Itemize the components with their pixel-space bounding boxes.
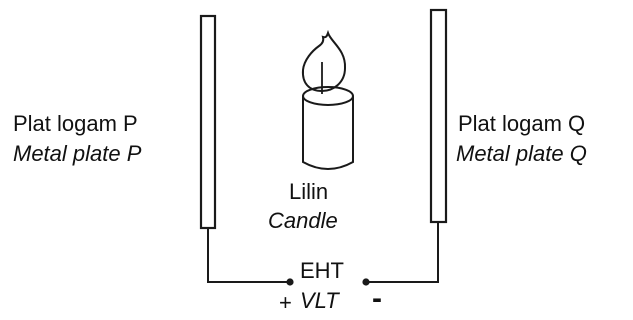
negative-sign: - (372, 282, 382, 315)
eht-label: EHT (300, 258, 344, 283)
wire-to-plate-p (207, 228, 290, 283)
positive-terminal (286, 278, 294, 286)
negative-terminal (362, 278, 370, 286)
wire-to-plate-q (366, 222, 439, 283)
positive-sign: + (279, 290, 292, 315)
candle-icon (301, 29, 354, 170)
plate-q-label-en: Metal plate Q (456, 141, 587, 166)
plate-p-label: Plat logam P (13, 111, 138, 136)
plate-p-label-en: Metal plate P (13, 141, 142, 166)
metal-plate-p (199, 14, 217, 230)
vlt-label: VLT (300, 288, 339, 313)
candle-label: Lilin (289, 179, 329, 204)
metal-plate-q (429, 8, 448, 224)
candle-label-en: Candle (268, 208, 338, 233)
plate-q-label: Plat logam Q (458, 111, 586, 136)
